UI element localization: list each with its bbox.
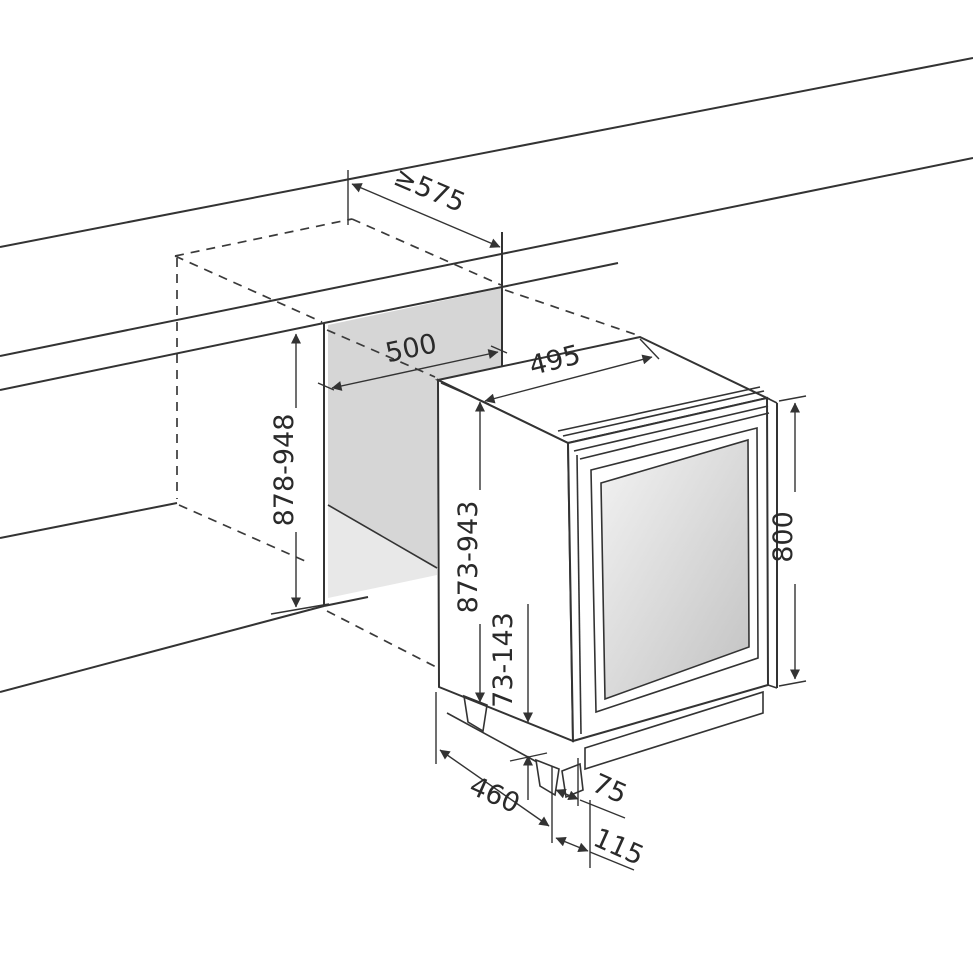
dim-arrow xyxy=(351,183,501,248)
cabinet-plinth-edge xyxy=(0,605,325,693)
door-right-top-edge xyxy=(766,397,778,404)
dim-arrow xyxy=(555,836,589,853)
door-frame-top-line-1 xyxy=(573,405,769,452)
dim-extension-stub-right xyxy=(490,345,508,354)
projection-line-top-right xyxy=(504,289,638,336)
counter-run xyxy=(0,57,973,693)
niche-floor-left-edge-hidden xyxy=(178,504,306,562)
countertop-front-top-edge xyxy=(0,157,973,357)
dim-arrow xyxy=(484,354,653,404)
dim-extension-line-bottom xyxy=(778,680,807,687)
door-top-seam-inner xyxy=(557,386,761,432)
door-frame-top-line-2 xyxy=(579,412,770,460)
floor-wall-line xyxy=(0,502,178,539)
adjustable-foot-door-side xyxy=(561,762,584,799)
dim-niche-height-label: 878-948 xyxy=(269,414,300,527)
niche-edges xyxy=(323,232,503,607)
niche-bottom-edge xyxy=(323,596,369,607)
dim-extension-line-right xyxy=(639,338,660,360)
dim-leader-tail xyxy=(589,851,635,871)
dim-extension-line-left xyxy=(440,382,490,405)
projection-line-bottom-left xyxy=(326,610,437,668)
niche-floor xyxy=(328,505,437,598)
plinth-panel xyxy=(584,690,764,771)
dim-appliance-height: 873-943 xyxy=(453,401,485,703)
dim-door-offset-label: 115 xyxy=(589,823,649,872)
door-top-seam-outer xyxy=(562,390,765,437)
dim-leader-tail xyxy=(579,799,626,819)
dim-door-offset: 115 xyxy=(555,800,649,872)
dim-arrow xyxy=(555,788,579,801)
niche-footprint-left-edge xyxy=(174,255,323,323)
dim-appliance-height-label: 873-943 xyxy=(453,501,484,614)
glass-frame xyxy=(590,426,759,714)
door-right-bottom-edge xyxy=(767,684,778,689)
dim-door-height: 800 xyxy=(768,395,807,687)
hidden-edges xyxy=(174,218,638,668)
dim-extension-line-top xyxy=(778,395,807,402)
countertop-back-edge xyxy=(0,57,973,248)
niche-top-edge xyxy=(323,286,503,324)
dim-extension-stub-left xyxy=(317,382,335,391)
dim-arrow xyxy=(331,349,499,391)
glass-pane xyxy=(600,438,750,701)
dim-arrow xyxy=(439,749,550,827)
niche-footprint-right-edge xyxy=(351,218,502,286)
dim-base-depth-label: 460 xyxy=(465,771,525,820)
dim-extension-line-bottom xyxy=(270,603,330,615)
countertop-front-bottom-edge-left xyxy=(0,322,325,391)
door-frame-left-line xyxy=(576,454,582,735)
niche-floor-back-edge xyxy=(327,504,438,569)
dim-foot-offset-label: 75 xyxy=(587,768,631,810)
niche-footprint-back-edge xyxy=(174,218,353,257)
appliance xyxy=(434,335,778,799)
adjustable-foot-front xyxy=(534,758,560,797)
dim-foot-height-label: 73-143 xyxy=(488,612,519,708)
dim-niche-height: 878-948 xyxy=(269,333,330,615)
dim-niche-depth-label: ≥575 xyxy=(389,161,469,219)
countertop-front-bottom-edge-right xyxy=(501,262,619,288)
dim-door-height-label: 800 xyxy=(768,511,799,563)
